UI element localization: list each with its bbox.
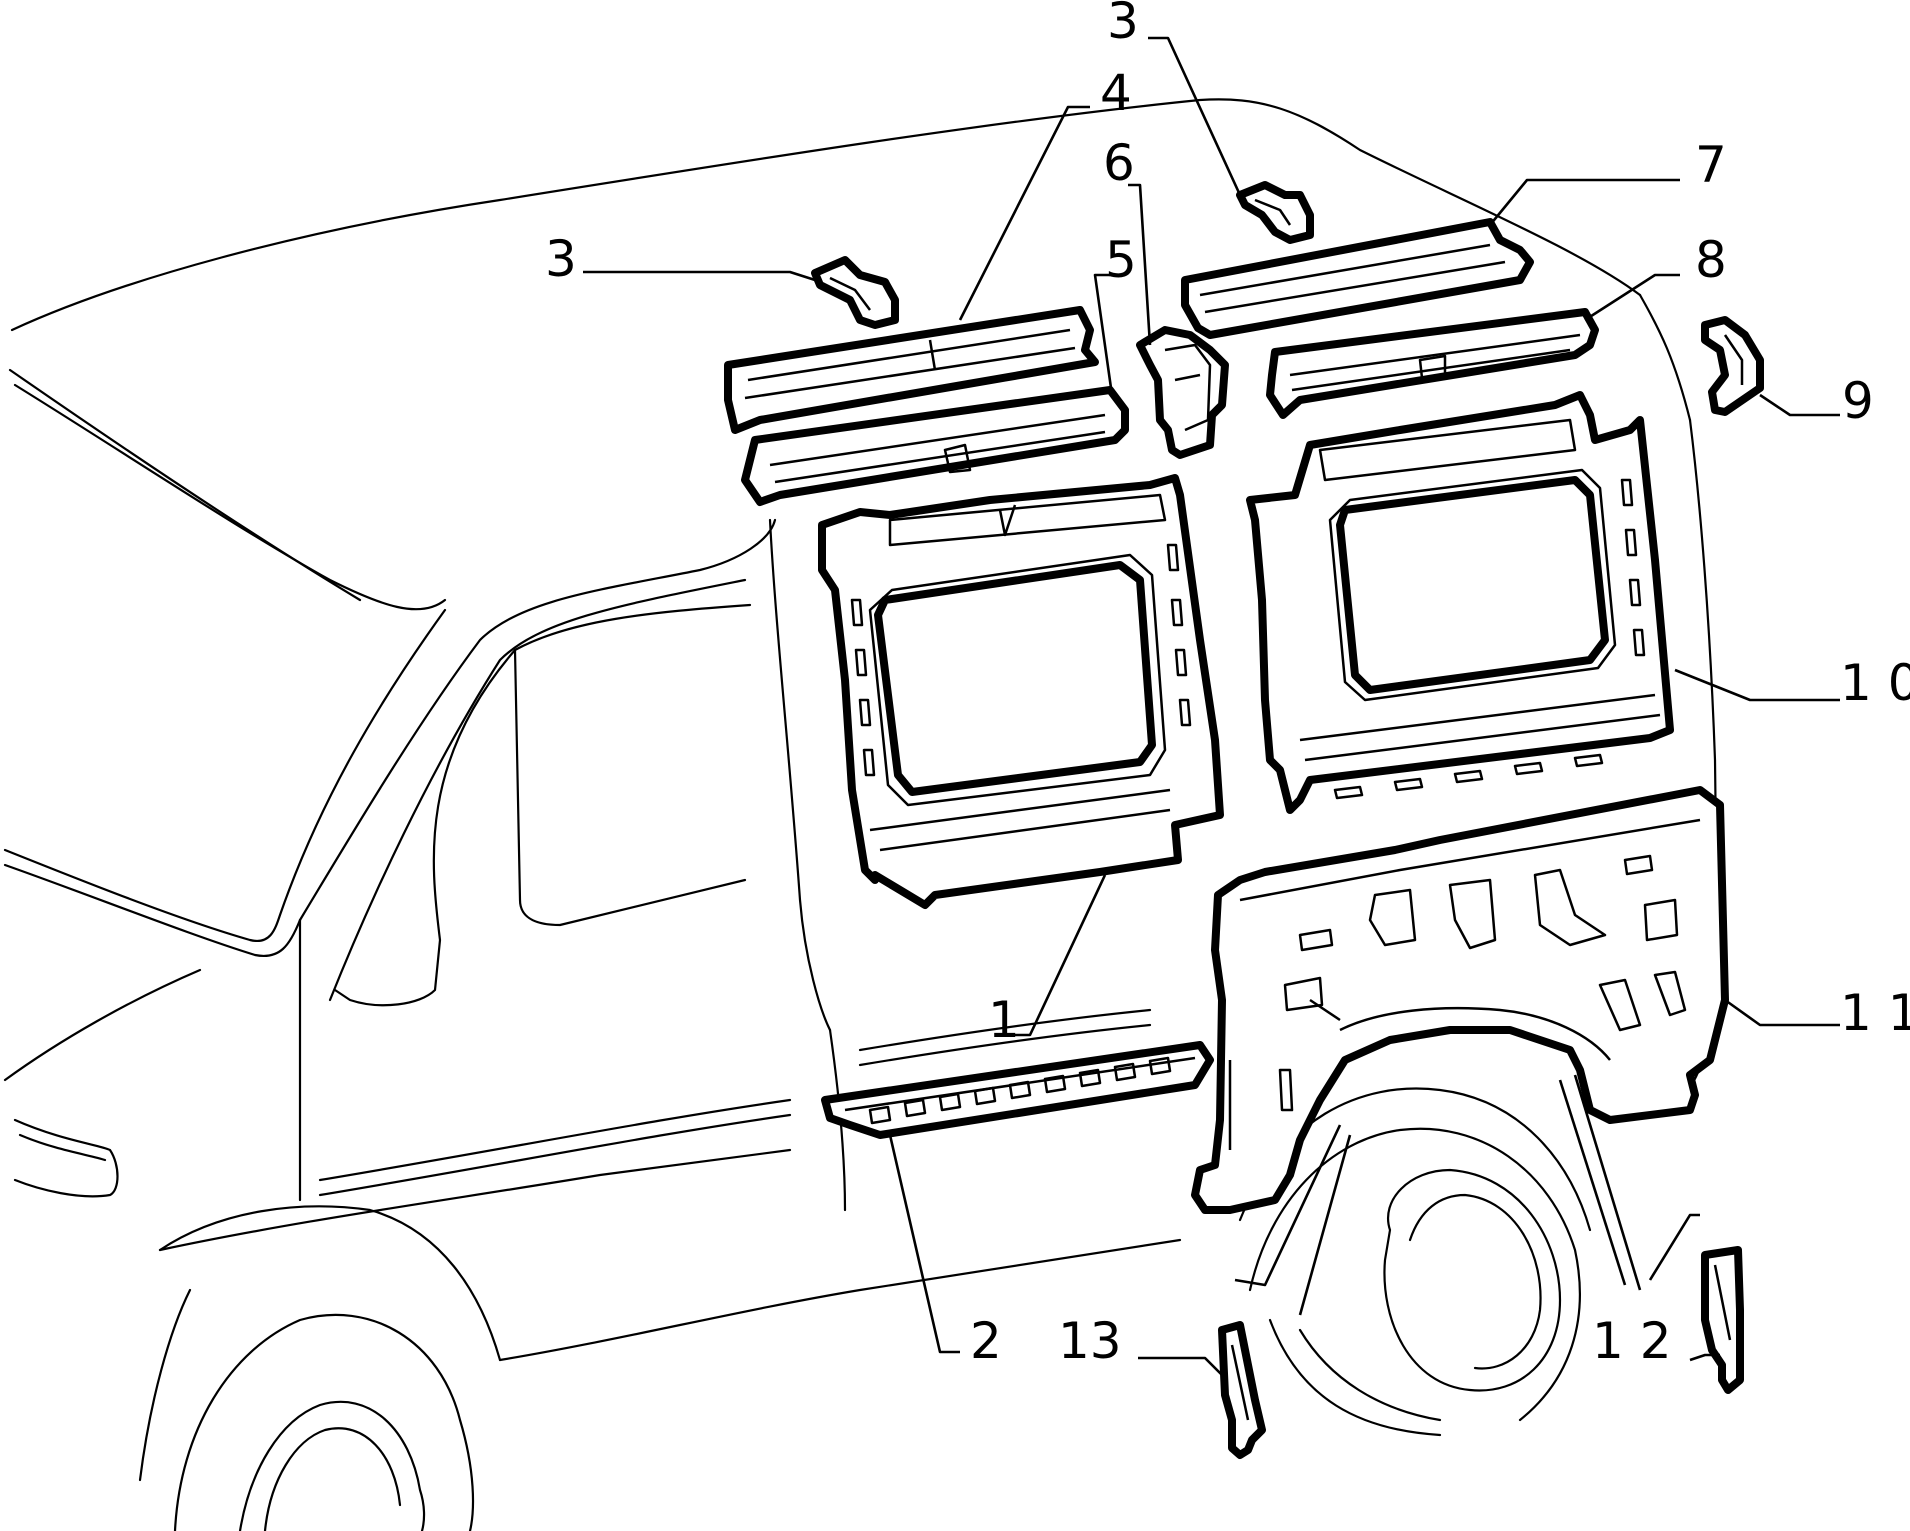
callout-12: 1 2 xyxy=(1592,1312,1672,1370)
callout-2: 2 xyxy=(970,1312,1002,1370)
part-13-bracket xyxy=(1218,1321,1266,1459)
callout-8: 8 xyxy=(1695,231,1727,289)
part-3-bracket-top xyxy=(1236,181,1314,244)
part-2-sill-step xyxy=(821,1041,1214,1139)
part-9-corner-bracket xyxy=(1701,316,1764,416)
part-11-rear-quarter-panel xyxy=(1191,786,1729,1214)
callout-7: 7 xyxy=(1695,136,1727,194)
leader-lines xyxy=(583,36,1840,1376)
callout-13: 13 xyxy=(1058,1312,1122,1370)
callout-5: 5 xyxy=(1105,231,1137,289)
part-8-roof-crossmember xyxy=(1266,308,1599,419)
part-4-roof-rail xyxy=(724,306,1099,434)
callout-labels: 3 4 6 7 3 5 8 9 1 0 1 1 1 2 13 1 2 xyxy=(545,0,1910,1370)
callout-6: 6 xyxy=(1103,134,1135,192)
part-6-pillar-bracket xyxy=(1136,326,1229,459)
part-1-side-panel-front xyxy=(818,474,1224,909)
part-10-side-panel-rear xyxy=(1246,391,1674,814)
callout-11: 1 1 xyxy=(1840,984,1910,1042)
part-12-bracket xyxy=(1701,1246,1744,1394)
callout-3-top: 3 xyxy=(1107,0,1139,50)
callout-4: 4 xyxy=(1100,64,1132,122)
part-3-bracket-left xyxy=(811,256,899,329)
callout-10: 1 0 xyxy=(1840,654,1910,712)
part-5-roof-crossmember xyxy=(741,386,1129,506)
callout-1: 1 xyxy=(988,991,1020,1049)
part-7-roof-rail xyxy=(1181,218,1534,339)
van-body-outline xyxy=(3,98,1720,1531)
callout-9: 9 xyxy=(1842,372,1874,430)
callout-3-left: 3 xyxy=(545,230,577,288)
